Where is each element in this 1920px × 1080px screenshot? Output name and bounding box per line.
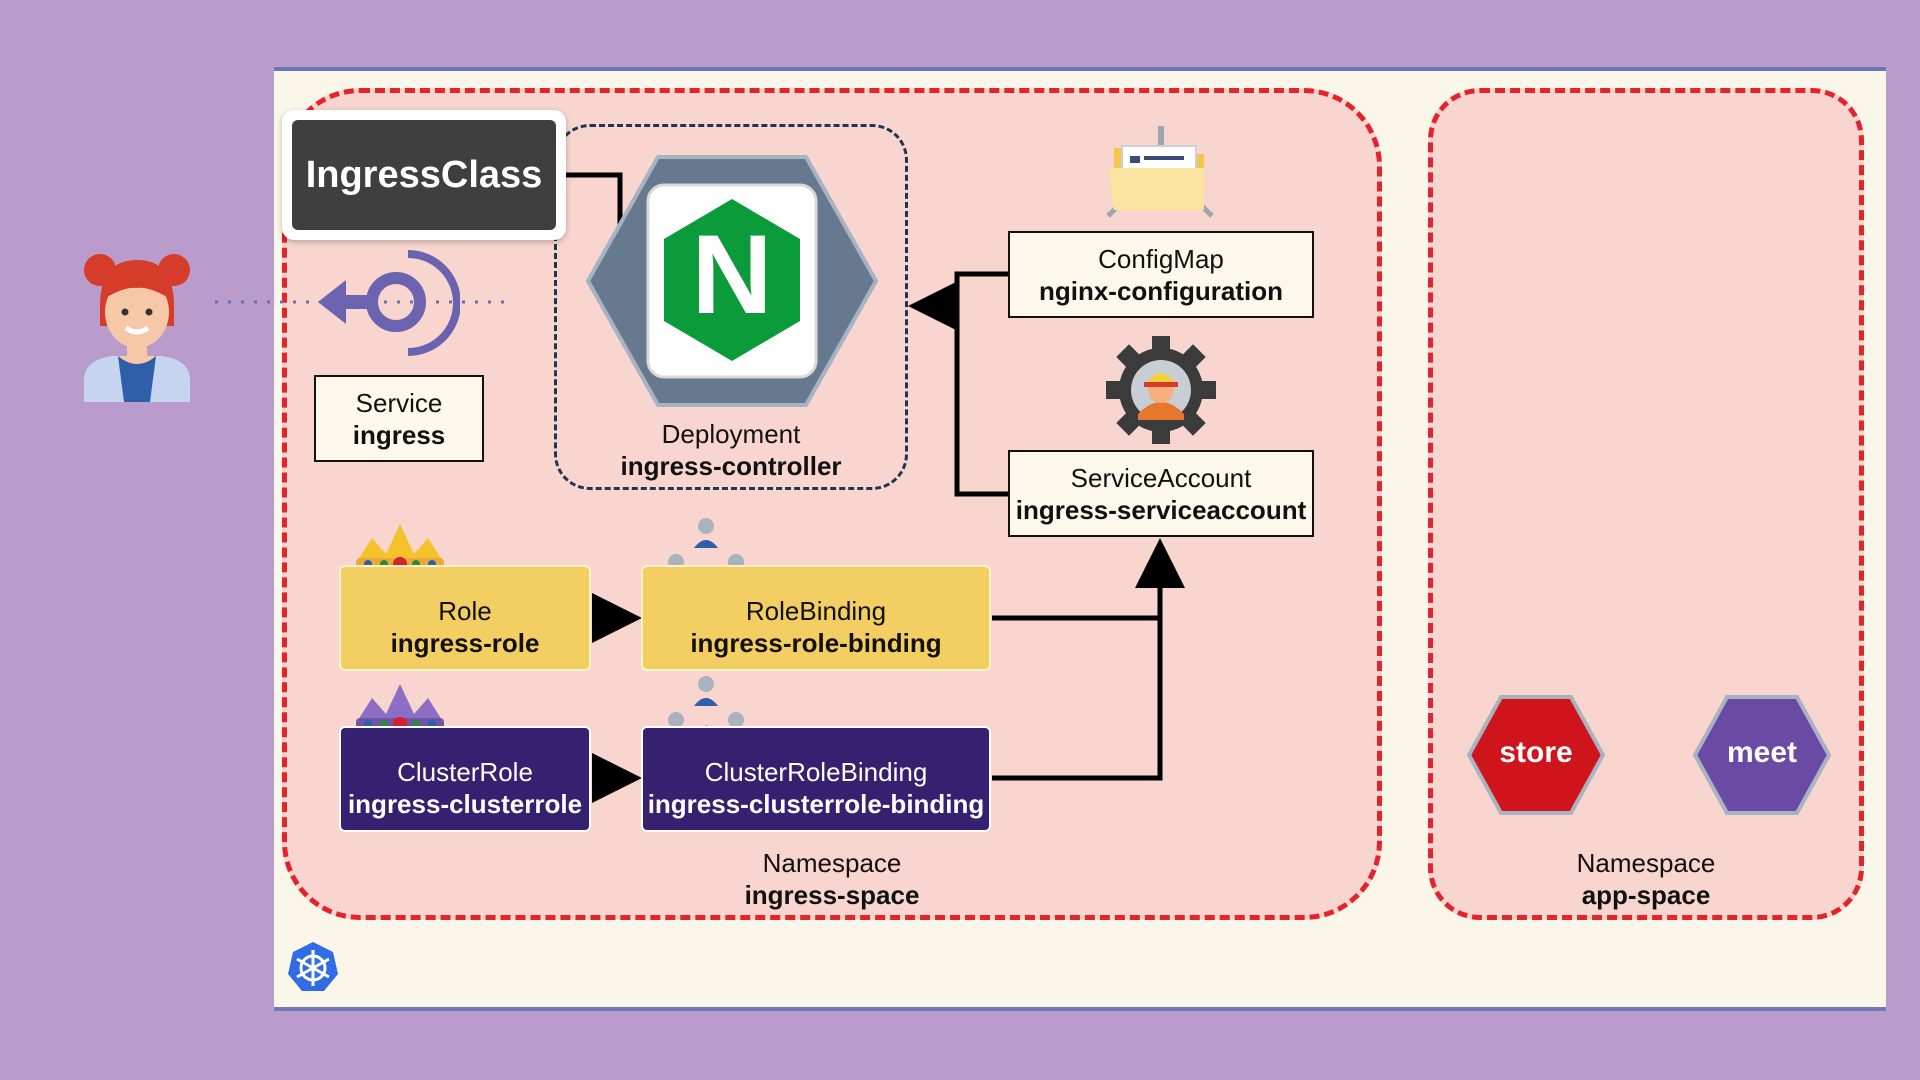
namespace-app-kind: Namespace xyxy=(1576,848,1716,878)
service-name: ingress xyxy=(352,419,446,450)
config-sa-bracket xyxy=(954,271,1008,497)
gear-worker-icon xyxy=(1106,336,1216,444)
clusterrole-kind: ClusterRole xyxy=(397,757,533,787)
configmap-name: nginx-configuration xyxy=(1038,275,1284,306)
kubernetes-helm-icon xyxy=(288,942,338,991)
serviceaccount-kind: ServiceAccount xyxy=(1070,462,1252,493)
folder-config-icon xyxy=(1106,126,1214,218)
clusterrolebinding-name: ingress-clusterrole-binding xyxy=(647,789,985,819)
ingressclass-box[interactable]: IngressClass xyxy=(282,110,566,240)
serviceaccount-box[interactable]: ServiceAccount ingress-serviceaccount xyxy=(1008,450,1314,537)
configmap-kind: ConfigMap xyxy=(1098,243,1224,274)
clusterrolebinding-box[interactable]: ClusterRoleBinding ingress-clusterrole-b… xyxy=(641,726,991,832)
deployment-label: Deployment ingress-controller xyxy=(574,418,888,482)
deployment-group xyxy=(554,124,908,490)
namespace-app-label: Namespace app-space xyxy=(1496,847,1796,911)
namespace-ingress-name: ingress-space xyxy=(744,880,920,910)
nginx-letter: N xyxy=(692,212,773,337)
rolebinding-name: ingress-role-binding xyxy=(690,628,942,658)
clusterrole-box[interactable]: ClusterRole ingress-clusterrole xyxy=(339,726,591,832)
namespace-app-name: app-space xyxy=(1581,880,1711,910)
bindings-to-serviceaccount-arrow xyxy=(992,538,1185,781)
rolebinding-box[interactable]: RoleBinding ingress-role-binding xyxy=(641,565,991,671)
meet-label: meet xyxy=(1726,736,1798,769)
meet-hexagon-icon xyxy=(1692,695,1832,815)
clusterrolebinding-kind: ClusterRoleBinding xyxy=(704,757,928,787)
configmap-box[interactable]: ConfigMap nginx-configuration xyxy=(1008,231,1314,318)
deployment-kind: Deployment xyxy=(661,419,801,449)
app-meet[interactable]: meet xyxy=(1692,694,1832,816)
namespace-ingress-kind: Namespace xyxy=(762,848,902,878)
service-ingress-box[interactable]: Service ingress xyxy=(314,375,484,462)
store-hexagon-icon xyxy=(1466,695,1606,815)
clusterrole-name: ingress-clusterrole xyxy=(347,789,583,819)
service-endpoint-icon xyxy=(318,250,460,356)
store-label: store xyxy=(1499,736,1573,769)
serviceaccount-name: ingress-serviceaccount xyxy=(1015,494,1307,525)
service-kind: Service xyxy=(355,387,443,418)
user-avatar-icon xyxy=(84,254,190,402)
rolebinding-kind: RoleBinding xyxy=(745,596,887,626)
namespace-ingress-label: Namespace ingress-space xyxy=(682,847,982,911)
role-kind: Role xyxy=(438,596,492,626)
deployment-name: ingress-controller xyxy=(620,451,842,481)
ingressclass-label: IngressClass xyxy=(292,120,556,230)
role-box[interactable]: Role ingress-role xyxy=(339,565,591,671)
app-store[interactable]: store xyxy=(1466,694,1606,816)
role-name: ingress-role xyxy=(390,628,540,658)
nginx-logo-icon: N xyxy=(586,155,878,407)
